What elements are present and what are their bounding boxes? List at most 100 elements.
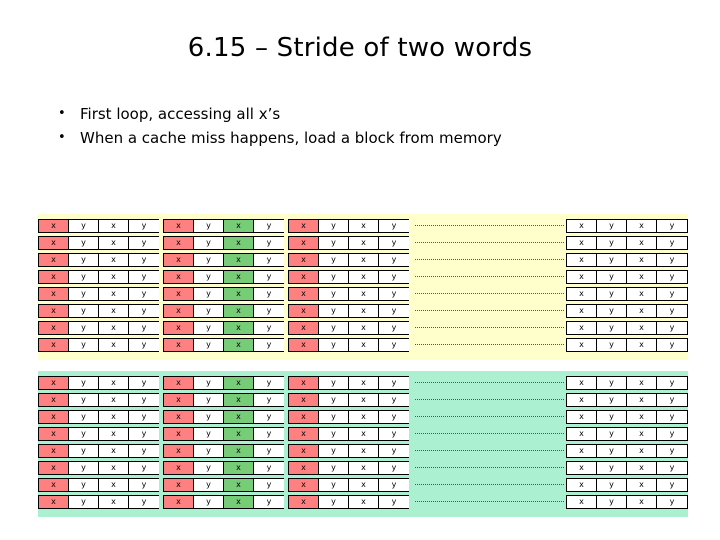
page-title: 6.15 – Stride of two words: [187, 33, 533, 63]
memory-cell-y: y: [69, 377, 99, 389]
memory-cell-y: y: [597, 271, 627, 283]
memory-cell-y: y: [657, 254, 687, 266]
memory-cell-x: x: [39, 479, 69, 491]
memory-cell-x: x: [289, 322, 319, 334]
memory-cell-x: x: [224, 254, 254, 266]
memory-cell-y: y: [194, 445, 224, 457]
ellipsis-connector: [413, 287, 566, 301]
memory-cell-x: x: [627, 411, 657, 423]
memory-cell-x: x: [289, 445, 319, 457]
memory-cell-x: x: [224, 220, 254, 232]
memory-cell-x: x: [349, 322, 379, 334]
memory-cell-y: y: [379, 496, 409, 508]
memory-cell-x: x: [164, 462, 194, 474]
memory-cell-x: x: [567, 322, 597, 334]
memory-cell-x: x: [164, 288, 194, 300]
memory-cell-x: x: [289, 411, 319, 423]
memory-cell-y: y: [379, 237, 409, 249]
memory-cell-x: x: [99, 479, 129, 491]
memory-cell-x: x: [567, 496, 597, 508]
memory-cell-y: y: [379, 411, 409, 423]
memory-cell-x: x: [567, 237, 597, 249]
memory-cell-x: x: [164, 377, 194, 389]
memory-cell-y: y: [319, 394, 349, 406]
list-item: • First loop, accessing all x’s: [58, 103, 678, 125]
memory-cell-y: y: [657, 377, 687, 389]
memory-cell-y: y: [254, 496, 284, 508]
memory-cell-y: y: [129, 394, 159, 406]
memory-cell-y: y: [657, 339, 687, 351]
memory-cell-y: y: [254, 445, 284, 457]
memory-cell-y: y: [319, 479, 349, 491]
memory-cell-y: y: [319, 377, 349, 389]
memory-cell-x: x: [289, 305, 319, 317]
ellipsis-connector: [413, 270, 566, 284]
memory-cell-y: y: [379, 339, 409, 351]
memory-cell-x: x: [567, 339, 597, 351]
memory-cell-x: x: [289, 462, 319, 474]
memory-cell-y: y: [597, 411, 627, 423]
memory-cell-x: x: [164, 271, 194, 283]
memory-cell-y: y: [254, 220, 284, 232]
memory-cell-x: x: [39, 220, 69, 232]
memory-cell-y: y: [254, 479, 284, 491]
memory-cell-x: x: [349, 428, 379, 440]
memory-cell-x: x: [164, 254, 194, 266]
memory-cell-x: x: [349, 237, 379, 249]
ellipsis-connector: [413, 338, 566, 352]
memory-cell-x: x: [224, 237, 254, 249]
memory-cell-y: y: [69, 428, 99, 440]
memory-cell-x: x: [39, 394, 69, 406]
memory-cell-x: x: [39, 305, 69, 317]
memory-cell-y: y: [657, 271, 687, 283]
memory-cell-y: y: [194, 377, 224, 389]
memory-cell-x: x: [164, 479, 194, 491]
memory-cell-y: y: [69, 479, 99, 491]
memory-cell-x: x: [224, 377, 254, 389]
memory-cell-y: y: [657, 220, 687, 232]
memory-cell-x: x: [349, 288, 379, 300]
memory-cell-x: x: [99, 220, 129, 232]
ellipsis-connector: [413, 410, 566, 424]
memory-cell-x: x: [99, 445, 129, 457]
bullet-marker-icon: •: [58, 106, 66, 121]
memory-cell-y: y: [194, 271, 224, 283]
memory-cell-x: x: [99, 462, 129, 474]
memory-cell-y: y: [69, 445, 99, 457]
memory-cell-x: x: [224, 411, 254, 423]
memory-cell-x: x: [224, 445, 254, 457]
memory-cell-y: y: [379, 220, 409, 232]
memory-cell-y: y: [379, 271, 409, 283]
memory-cell-x: x: [224, 339, 254, 351]
memory-cell-y: y: [194, 496, 224, 508]
memory-cell-y: y: [194, 339, 224, 351]
memory-cell-y: y: [129, 411, 159, 423]
memory-cell-x: x: [164, 496, 194, 508]
memory-cell-x: x: [164, 237, 194, 249]
memory-cell-y: y: [69, 496, 99, 508]
memory-cell-y: y: [194, 220, 224, 232]
memory-cell-x: x: [349, 305, 379, 317]
memory-cell-x: x: [627, 462, 657, 474]
